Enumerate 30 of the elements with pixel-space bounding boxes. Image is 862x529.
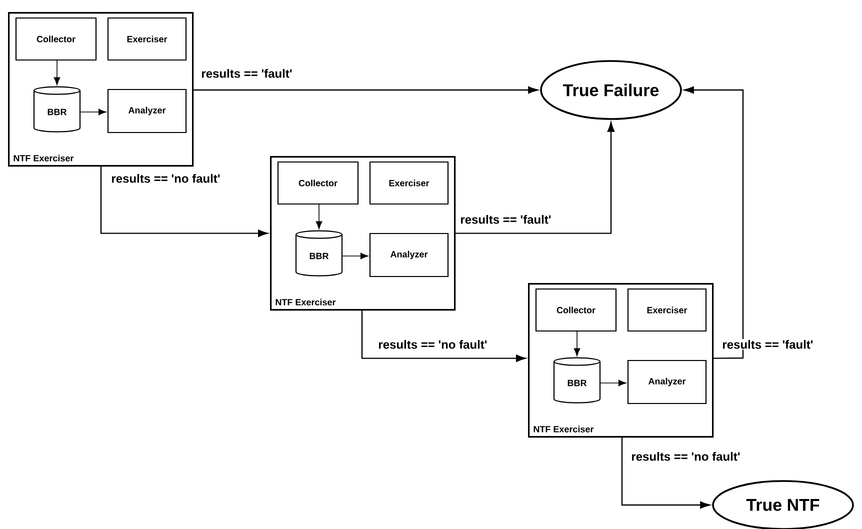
component-box: Exerciser <box>627 288 707 332</box>
component-box: Collector <box>535 288 617 332</box>
component-box: Analyzer <box>369 232 449 278</box>
edge-label: results == 'no fault' <box>630 450 742 462</box>
arrow <box>684 86 744 359</box>
component-box: Analyzer <box>107 88 187 134</box>
component-box: Exerciser <box>369 161 449 205</box>
component-box: Exerciser <box>107 17 187 61</box>
arrow <box>80 108 106 116</box>
arrow <box>574 331 580 356</box>
edge-label: results == 'fault' <box>459 214 552 225</box>
component-box: Collector <box>277 161 359 205</box>
arrow <box>600 380 626 386</box>
arrow <box>100 166 268 237</box>
edge-label: results == 'no fault' <box>377 338 488 350</box>
edge-label: results == 'fault' <box>200 68 294 79</box>
arrow <box>316 204 322 230</box>
arrow <box>621 438 710 509</box>
arrow <box>342 252 368 260</box>
arrow <box>54 60 60 86</box>
arrow <box>361 310 526 362</box>
arrow <box>194 86 538 94</box>
database-cylinder: BBR <box>553 357 601 404</box>
database-cylinder: BBR <box>33 86 81 132</box>
component-box: Analyzer <box>627 360 707 404</box>
component-box: Collector <box>15 17 97 61</box>
database-cylinder: BBR <box>295 230 343 276</box>
edge-label: results == 'fault' <box>721 338 814 350</box>
arrow <box>456 122 615 234</box>
edge-label: results == 'no fault' <box>110 172 222 184</box>
